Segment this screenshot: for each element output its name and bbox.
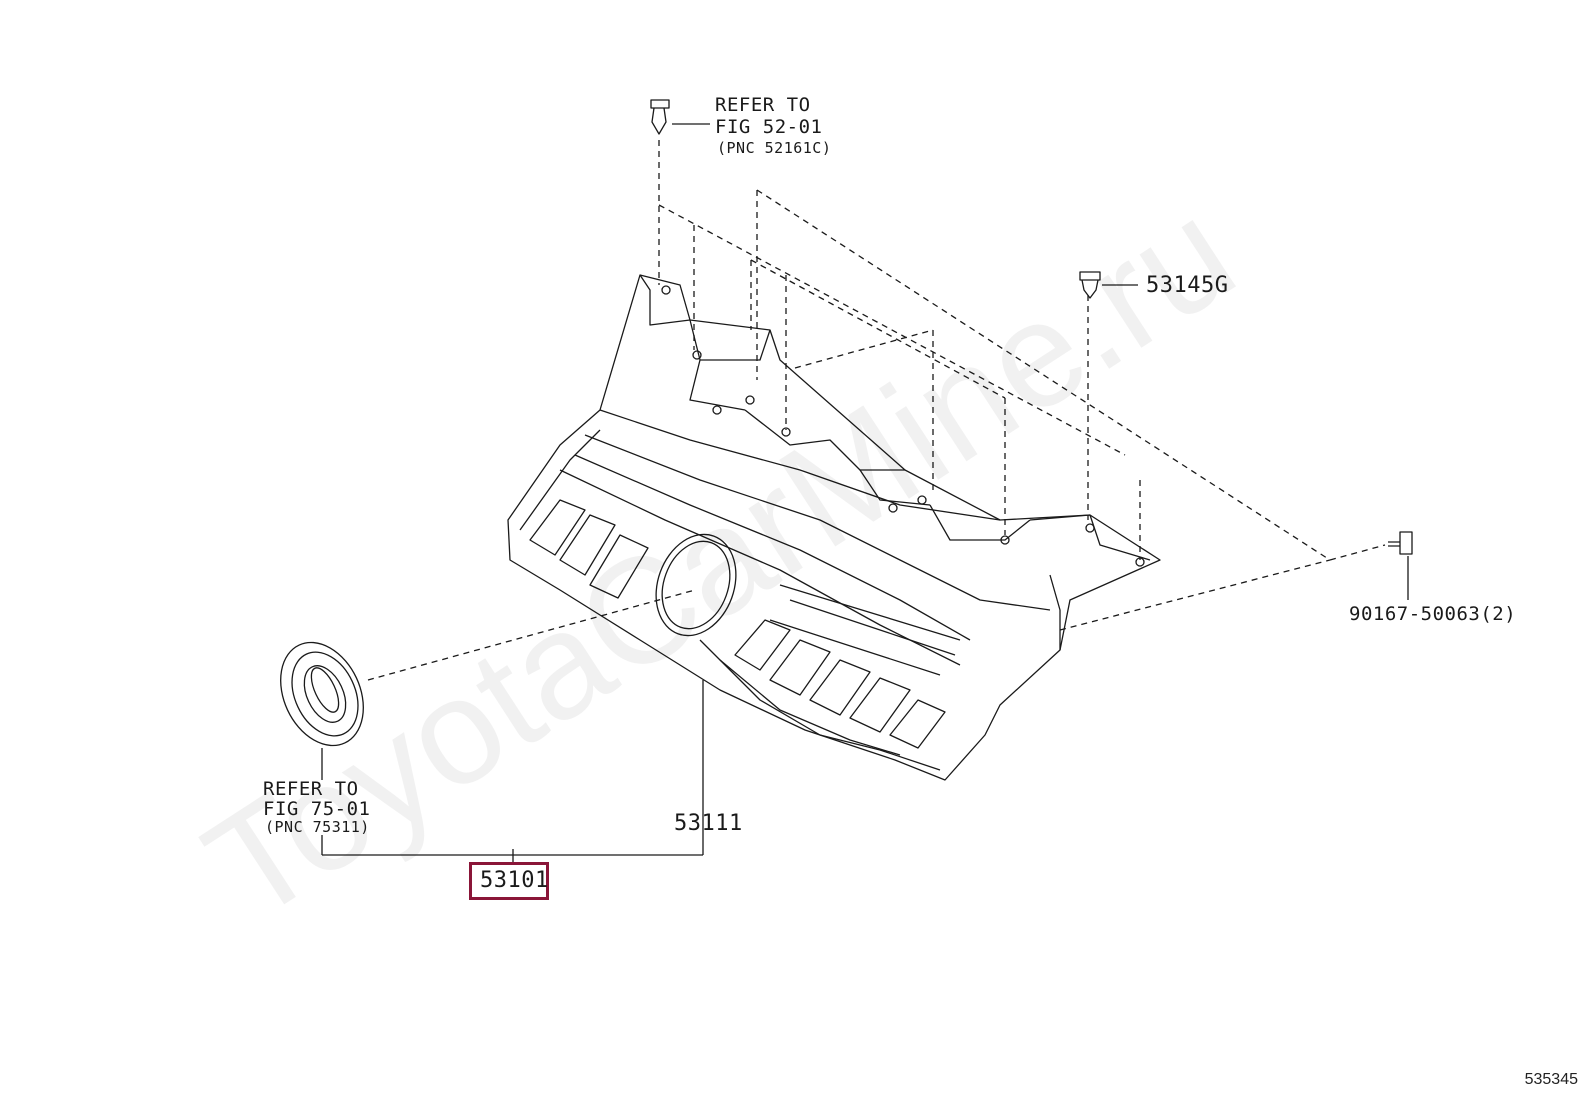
callout-emblem-line1: REFER TO <box>263 778 359 800</box>
figure-id: 535345 <box>1524 1071 1578 1088</box>
part-number-53101[interactable]: 53101 <box>480 868 549 893</box>
emblem <box>280 641 364 780</box>
callout-clip-line1: REFER TO <box>715 94 811 116</box>
clip-53145g <box>1079 271 1138 299</box>
callout-clip-line2: FIG 52-01 <box>715 116 823 138</box>
callout-clip-line3: (PNC 52161C) <box>717 139 832 157</box>
part-number-53111[interactable]: 53111 <box>674 811 743 836</box>
part-number-53145g[interactable]: 53145G <box>1146 273 1229 298</box>
highlight-box <box>469 862 549 900</box>
callout-emblem-line3: (PNC 75311) <box>265 818 370 836</box>
clip-52161c <box>650 99 710 135</box>
leader-lines <box>321 680 704 862</box>
callout-emblem-line2: FIG 75-01 <box>263 798 371 820</box>
dashed-guide-lines <box>367 140 1386 681</box>
part-number-90167[interactable]: 90167-50063(2) <box>1349 603 1517 625</box>
screw-90167 <box>1388 531 1413 600</box>
radiator-grille-53111 <box>507 274 1161 781</box>
